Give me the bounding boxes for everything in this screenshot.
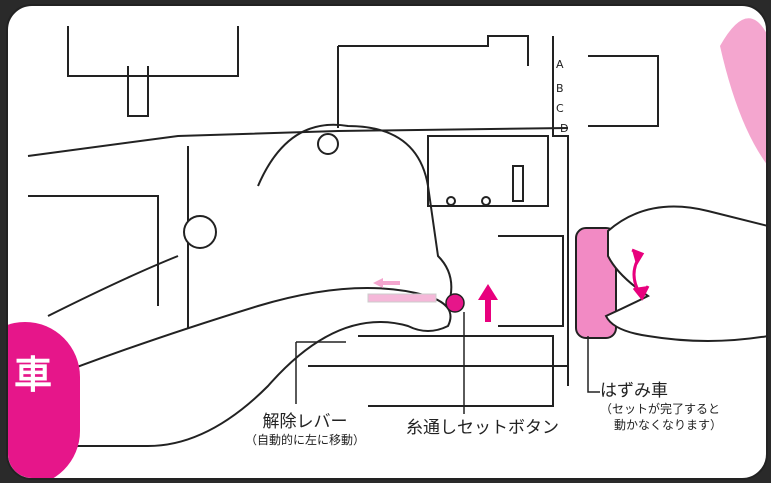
handwheel-note-line1: （セットが完了すると xyxy=(600,402,721,416)
release-lever-note: （自動的に左に移動） xyxy=(244,433,365,447)
dial-letter-d: D xyxy=(560,122,568,135)
release-lever-label: 解除レバー （自動的に左に移動） xyxy=(230,412,380,448)
dial-letter-c: C xyxy=(556,102,564,115)
side-badge xyxy=(8,322,80,478)
set-button-label: 糸通しセットボタン xyxy=(406,418,559,438)
release-lever-indicator xyxy=(367,278,437,303)
left-hand-fingers xyxy=(257,123,453,307)
pink-swoosh xyxy=(720,18,766,164)
set-button-title: 糸通しセットボタン xyxy=(406,418,559,438)
up-arrow xyxy=(478,284,498,322)
machine-knobs xyxy=(183,133,524,249)
leader-lines xyxy=(295,312,600,414)
dial-letter-a: A xyxy=(556,58,564,71)
machine-body xyxy=(27,26,659,426)
right-hand xyxy=(604,205,766,342)
side-badge-text: 車 xyxy=(14,353,53,397)
illustration-frame: A B C D xyxy=(6,4,768,480)
handwheel-shape xyxy=(575,227,617,339)
handwheel-note-line2: 動かなくなります） xyxy=(614,418,723,432)
release-lever-title: 解除レバー xyxy=(262,412,348,432)
rotate-arrow xyxy=(631,248,650,301)
set-button-shape xyxy=(445,293,465,313)
left-hand xyxy=(27,287,452,447)
dial-letter-b: B xyxy=(556,82,564,95)
threading-illustration: A B C D xyxy=(27,18,766,447)
handwheel-label: はずみ車 （セットが完了すると 動かなくなります） xyxy=(600,381,760,433)
dial-letters: A B C D xyxy=(556,58,568,135)
handwheel-title: はずみ車 xyxy=(600,381,668,401)
